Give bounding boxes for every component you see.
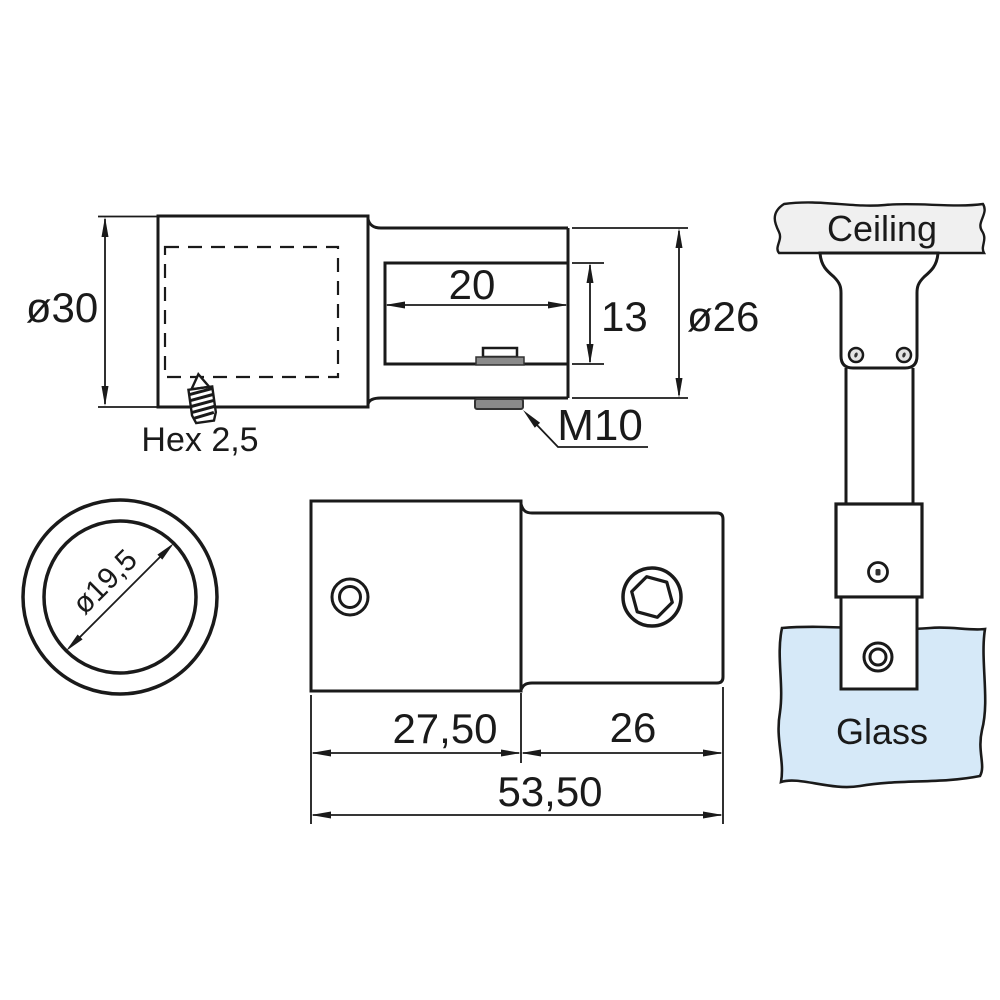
fork-bottom-edge: [366, 396, 568, 405]
flange-screws: [847, 346, 913, 364]
dim-fork-diameter: ø26: [572, 227, 759, 399]
glass-panel: [777, 625, 987, 789]
dim-body-width-label: 27,50: [392, 705, 497, 752]
arrowhead: [675, 228, 683, 248]
set-screw-threads: [188, 386, 216, 420]
set-screw-hole-outer: [330, 577, 370, 617]
ceiling-band: [773, 201, 987, 255]
body-block-outline: [309, 499, 523, 693]
hidden-bore-outline: [163, 245, 340, 379]
m10-screw-head: [474, 398, 524, 410]
arrowhead: [548, 301, 568, 309]
clamp-pad: [475, 356, 525, 366]
side-view: ø30 20 13 ø26 M10 He: [26, 214, 759, 459]
dim-bore-diameter-label: ø19,5: [66, 543, 144, 621]
fork-top-edge: [366, 218, 568, 230]
ring-outer-circle: [21, 498, 219, 696]
dim-body-diameter-label: ø30: [26, 284, 98, 331]
support-tube: [844, 368, 915, 504]
glass-label: Glass: [836, 711, 928, 752]
dim-fork-diameter-label: ø26: [687, 293, 759, 340]
arrowhead: [586, 263, 594, 283]
set-screw-hole-inner: [338, 585, 362, 609]
arrowhead: [703, 811, 723, 819]
set-screw-label: Hex 2,5: [141, 421, 258, 459]
clamp-tab-screw-outer: [862, 641, 894, 673]
connector-block: [834, 502, 924, 599]
arrowhead: [101, 217, 109, 237]
arrowhead: [675, 378, 683, 398]
m10-label: M10: [557, 401, 643, 450]
arrowhead: [523, 410, 541, 428]
dim-slot-depth-label: 20: [449, 261, 496, 308]
front-view: 27,50 26 53,50: [309, 499, 725, 824]
arrowhead: [521, 749, 541, 757]
ring-inner-circle: [42, 519, 198, 675]
arrowhead: [311, 749, 331, 757]
arrowhead: [385, 301, 405, 309]
arrowhead: [586, 344, 594, 364]
arrowhead: [66, 634, 83, 651]
set-screw: [187, 372, 218, 425]
flange-screw-slot: [902, 352, 906, 358]
arrowhead: [157, 543, 174, 560]
dim-fork-width-label: 26: [610, 704, 657, 751]
body-outline: [156, 214, 370, 409]
dim-total-width-label: 53,50: [497, 768, 602, 815]
arrowhead: [703, 749, 723, 757]
arrowhead: [311, 811, 331, 819]
arrowhead: [501, 749, 521, 757]
dim-bore-diameter: ø19,5: [66, 543, 174, 651]
arrowhead: [101, 386, 109, 406]
installation-view: Ceiling Glass: [773, 201, 987, 789]
hex-socket-circle: [621, 566, 683, 628]
ceiling-flange: [818, 251, 940, 370]
dim-slot-depth: 20: [385, 261, 568, 309]
block-screw-socket: [875, 569, 881, 576]
dim-body-diameter: ø30: [26, 215, 158, 408]
dim-total-width: 53,50: [311, 768, 723, 819]
hex-socket-hexagon: [630, 575, 674, 619]
clamp-pad-top: [481, 346, 519, 359]
ceiling-label: Ceiling: [827, 208, 937, 249]
clamp-tab-screw-inner: [868, 647, 888, 667]
dim-slot-height: 13: [572, 262, 648, 365]
ring-view: ø19,5: [21, 498, 219, 696]
dim-widths: 27,50 26: [310, 687, 724, 824]
dim-slot-height-label: 13: [601, 293, 648, 340]
m10-callout: M10: [523, 401, 648, 450]
clamp-tab: [839, 595, 919, 691]
flange-screw-slot: [854, 352, 858, 358]
